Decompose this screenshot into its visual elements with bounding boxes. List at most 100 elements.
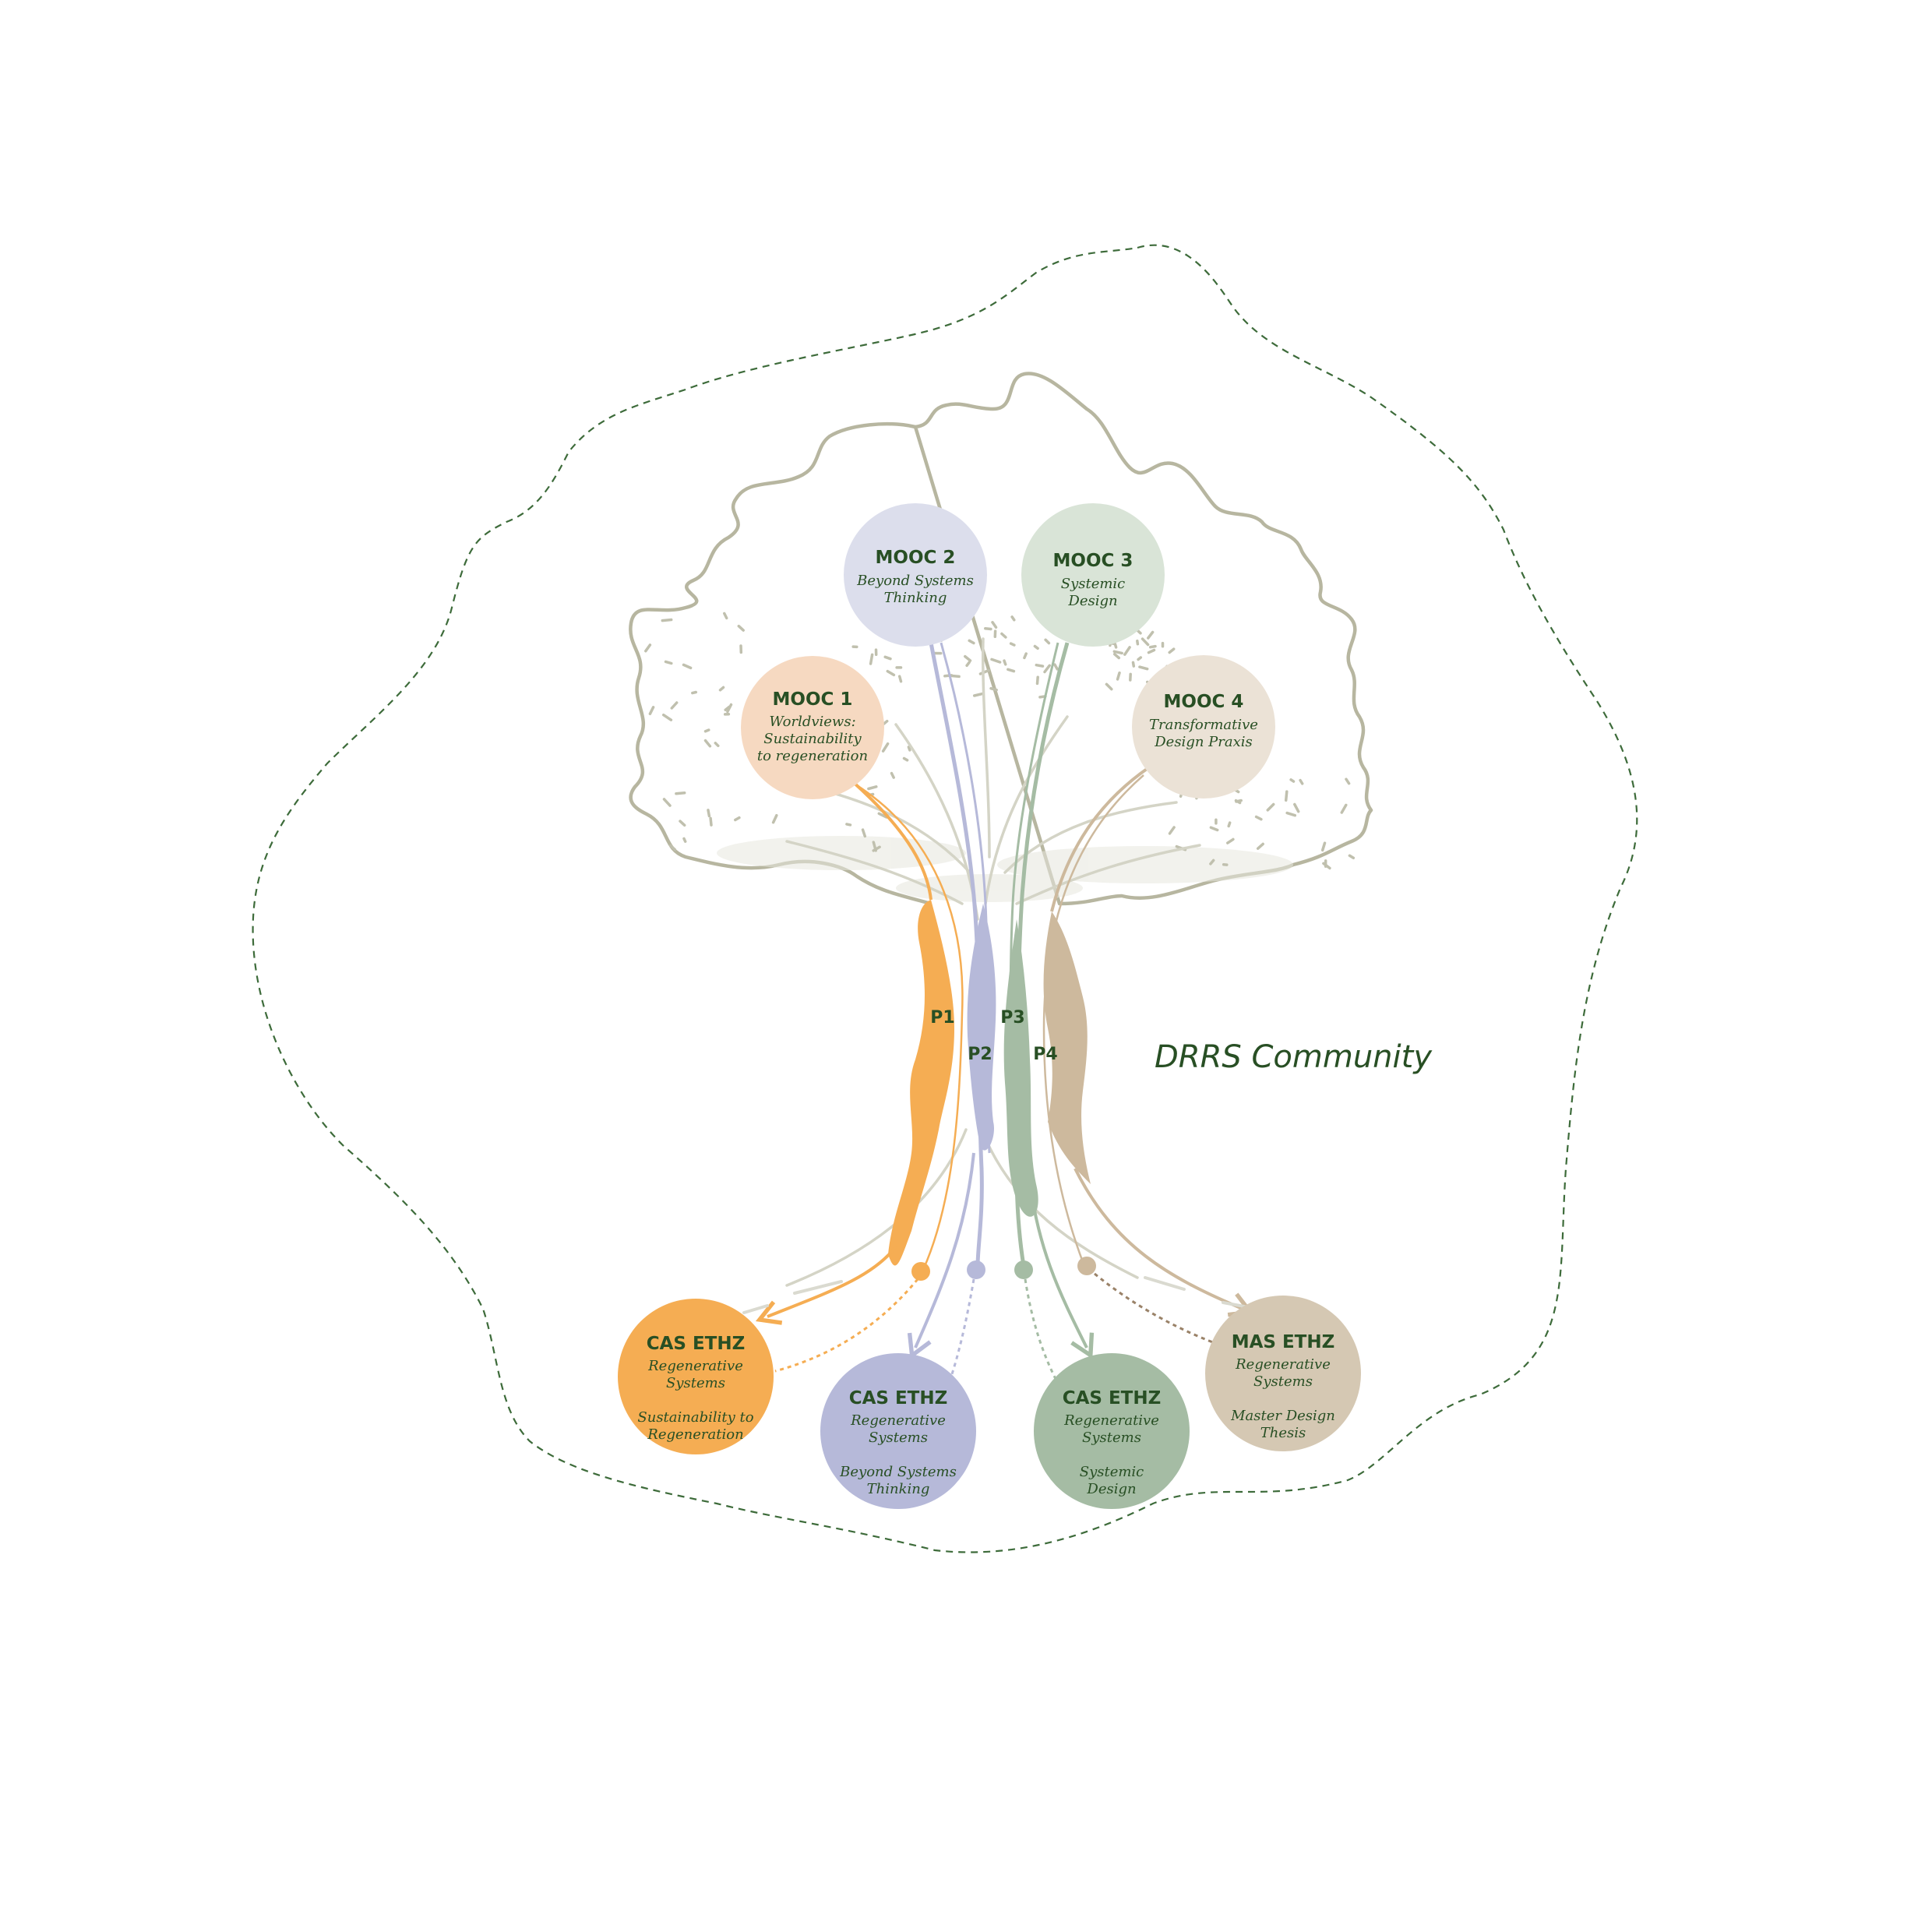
crown-speckle [644,643,652,653]
crown-speckle [771,813,778,824]
cas-1-node[interactable]: CAS ETHZ Regenerative Systems Sustainabi… [618,1299,774,1454]
path-label-p1: P1 [930,1008,954,1028]
crown-speckle [1234,799,1242,805]
mooc-3-line: Systemic [1061,576,1126,592]
cas-2-node[interactable]: CAS ETHZ Regenerative Systems Beyond Sys… [820,1353,976,1509]
crown-speckle [1123,646,1131,656]
mooc-4-node[interactable]: MOOC 4 Transformative Design Praxis [1132,655,1275,799]
p4-exit-dot [1077,1257,1096,1275]
crown-speckle [872,845,881,852]
crown-speckle [890,771,895,779]
cas-3-circle [1034,1353,1190,1509]
p4-stream-thin [1042,774,1144,1263]
crown-speckle [707,809,711,818]
crown-speckle [1136,639,1140,646]
crown-speckle [648,706,655,716]
crown-speckle [1345,777,1351,785]
crown-speckle [886,669,896,677]
crown-speckle [1266,802,1275,812]
crown-speckle [709,816,713,827]
p3-dotted-link [1024,1278,1057,1380]
crown-speckle [1116,671,1121,681]
crown-speckle [1226,837,1235,844]
p4-stream-main [1050,766,1151,912]
crown-speckle [1168,826,1176,835]
crown-speckle [1348,854,1356,860]
crown-speckle [1256,842,1264,850]
cas-2-line: Thinking [867,1481,930,1497]
path-p4 [1042,766,1254,1348]
mooc-1-line: Worldviews: [769,714,855,730]
mooc-2-node[interactable]: MOOC 2 Beyond Systems Thinking [844,503,987,647]
crown-speckle [907,746,911,752]
crown-speckle [1113,642,1118,649]
mas-node[interactable]: MAS ETHZ Regenerative Systems Master Des… [1205,1296,1361,1451]
crown-speckle [968,639,975,645]
p3-exit-dot [1014,1260,1033,1279]
mooc-3-node[interactable]: MOOC 3 Systemic Design [1021,503,1165,647]
mooc-1-node[interactable]: MOOC 1 Worldviews: Sustainability to reg… [741,656,884,799]
mooc-1-title: MOOC 1 [773,689,853,710]
mas-line: Master Design [1230,1408,1335,1424]
crown-speckle [1138,665,1149,671]
mooc-4-title: MOOC 4 [1164,692,1244,712]
crown-speckle [670,701,679,710]
cas-3-line: Design [1086,1481,1136,1497]
crown-speckle [734,816,741,822]
p1-stream-main [844,774,933,901]
crown-speckle [1137,656,1143,661]
crown-speckle [902,756,909,762]
crown-speckle [1044,638,1051,645]
crown-speckle [682,663,693,670]
crown-speckle [972,692,984,697]
cas-2-line: Systems [869,1430,928,1446]
crown-speckle [1053,663,1059,671]
mas-line: Regenerative [1235,1356,1331,1373]
crown-speckle [726,703,733,714]
mooc-2-circle [844,503,987,647]
p1-arrow-to-cas1 [755,1245,897,1325]
tree-crown-outline [629,372,1373,906]
cas-3-line: Systems [1082,1430,1141,1446]
crown-speckle [1254,815,1263,821]
p2-exit-dot [967,1260,985,1279]
crown-speckle [1209,858,1215,866]
crown-speckle [1105,682,1113,691]
mooc-4-line: Design Praxis [1154,734,1253,750]
cas-3-node[interactable]: CAS ETHZ Regenerative Systems Systemic D… [1034,1353,1190,1509]
crown-speckle [990,658,1002,664]
crown-speckle [1131,661,1136,668]
crown-speckle [737,624,745,632]
crown-speckle [703,739,712,748]
crown-speckle [1141,637,1150,647]
cas-1-title: CAS ETHZ [647,1334,746,1354]
crown-speckle [869,653,874,665]
crown-speckle [714,742,720,748]
cas-2-circle [820,1353,976,1509]
cas-1-line: Regeneration [647,1426,743,1443]
crown-speckle [1168,647,1176,654]
mooc-1-line: to regeneration [757,748,868,764]
p3-trunk-ribbon [1003,919,1038,1217]
crown-speckle [1289,778,1296,783]
crown-speckle [1285,811,1297,817]
crown-speckle [682,837,687,843]
mas-title: MAS ETHZ [1232,1332,1335,1352]
mooc-2-line: Thinking [884,590,947,606]
crown-speckle [883,655,892,661]
cas-3-line: Regenerative [1063,1412,1159,1429]
mas-line: Thesis [1260,1425,1306,1441]
cas-1-circle [618,1299,774,1454]
crown-speckle [703,728,710,733]
p4-dotted-link [1094,1272,1224,1348]
crown-speckle [1007,668,1016,673]
crown-speckle [664,660,673,665]
cas-2-line: Beyond Systems [839,1464,957,1480]
crown-speckle [1112,652,1121,660]
crown-speckle [1299,778,1304,785]
path-label-p2: P2 [968,1045,992,1064]
community-label: DRRS Community [1155,1039,1433,1075]
mas-line: Systems [1253,1373,1313,1390]
crown-speckle [1147,648,1156,654]
